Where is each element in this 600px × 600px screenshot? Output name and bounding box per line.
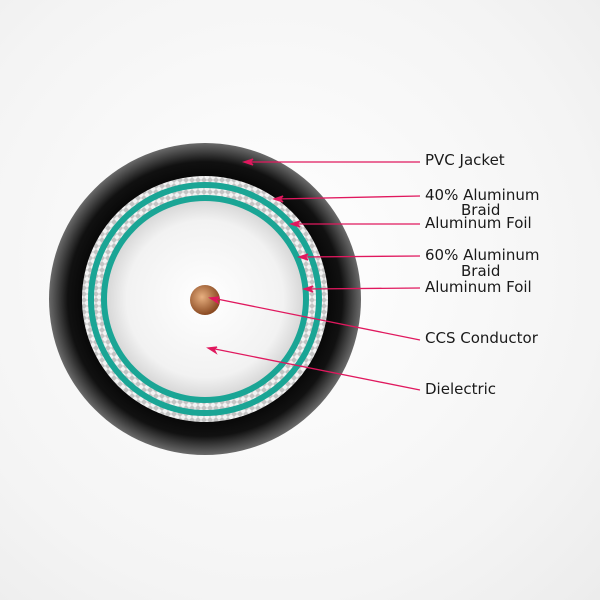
label-outer-braid-line2: Braid	[461, 201, 501, 219]
label-pvc-jacket: PVC Jacket	[425, 151, 505, 169]
arrowhead-icon	[206, 346, 218, 355]
label-dielectric: Dielectric	[425, 380, 497, 398]
leader-inner-braid	[300, 255, 421, 258]
leader-dielectric	[209, 347, 421, 391]
arrowhead-icon	[208, 296, 220, 305]
arrowhead-icon	[271, 195, 284, 203]
ccs-conductor	[190, 285, 220, 315]
label-conductor: CCS Conductor	[425, 329, 538, 347]
arrowhead-icon	[301, 285, 314, 293]
arrowhead-icon	[241, 158, 254, 166]
arrowhead-icon	[296, 253, 309, 261]
arrowhead-icon	[288, 220, 301, 228]
label-inner-braid: 60% Aluminum	[425, 246, 540, 264]
label-outer-braid: 40% Aluminum	[425, 186, 540, 204]
label-inner-foil: Aluminum Foil	[425, 278, 532, 296]
leader-inner-foil	[305, 287, 421, 290]
leader-conductor	[211, 297, 421, 341]
label-outer-foil: Aluminum Foil	[425, 214, 532, 232]
leader-outer-braid	[275, 195, 421, 200]
label-inner-braid-line2: Braid	[461, 262, 501, 280]
